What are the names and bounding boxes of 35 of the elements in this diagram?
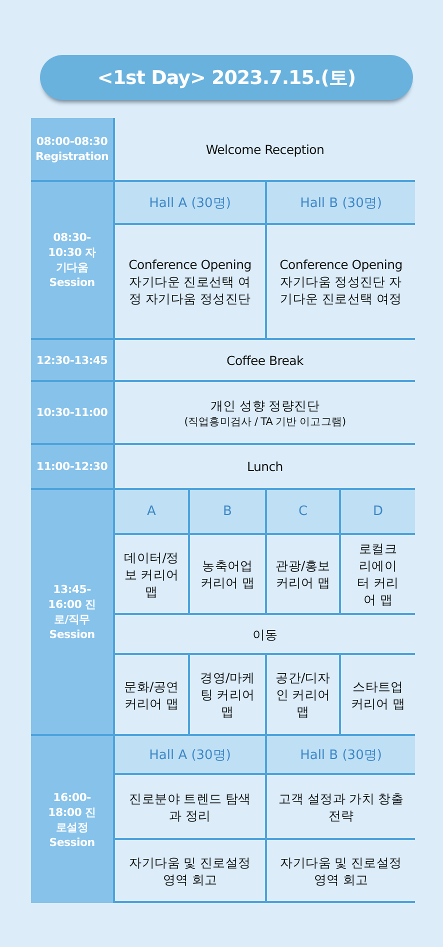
session-cell: 문화/공연 커리어 맵: [113, 655, 188, 736]
session-cell: 이동: [113, 615, 415, 655]
hall-header-cell: D: [339, 490, 415, 535]
hall-header-cell: C: [265, 490, 339, 535]
session-cell: 로컬크리에이터 커리어 맵: [339, 535, 415, 615]
time-slot-cell: 12:30-13:45: [31, 340, 113, 382]
title-banner: <1st Day> 2023.7.15.(토): [40, 55, 413, 100]
hall-header-cell: Hall A (30명): [113, 736, 265, 775]
session-cell: 자기다움 및 진로설정 영역 회고: [113, 840, 265, 903]
session-cell: 공간/디자인 커리어 맵: [265, 655, 339, 736]
session-cell: 스타트업 커리어 맵: [339, 655, 415, 736]
session-cell: Welcome Reception: [113, 118, 415, 182]
session-cell: 자기다움 및 진로설정 영역 회고: [265, 840, 415, 903]
session-cell: Conference Opening 자기다운 진로선택 여정 자기다움 정성진단: [113, 225, 265, 340]
session-cell: Lunch: [113, 445, 415, 490]
session-cell: 관광/홍보 커리어 맵: [265, 535, 339, 615]
session-cell: Coffee Break: [113, 340, 415, 382]
session-cell: Conference Opening 자기다움 정성진단 자기다운 진로선택 여정: [265, 225, 415, 340]
hall-header-cell: Hall B (30명): [265, 736, 415, 775]
time-slot-cell: 13:45-16:00 진로/직무 Session: [31, 490, 113, 736]
time-slot-cell: 11:00-12:30: [31, 445, 113, 490]
time-slot-cell: 10:30-11:00: [31, 382, 113, 445]
hall-header-cell: Hall A (30명): [113, 182, 265, 225]
hall-header-cell: A: [113, 490, 188, 535]
time-slot-cell: 16:00-18:00 진로설정 Session: [31, 736, 113, 903]
session-cell: (직업흥미검사 / TA 기반 이고그램): [113, 414, 415, 445]
session-cell: 진로분야 트렌드 탐색과 정리: [113, 775, 265, 840]
hall-header-cell: Hall B (30명): [265, 182, 415, 225]
session-cell: 고객 설정과 가치 창출 전략: [265, 775, 415, 840]
session-cell: 경영/마케팅 커리어 맵: [188, 655, 265, 736]
session-cell: 데이터/정보 커리어 맵: [113, 535, 188, 615]
hall-header-cell: B: [188, 490, 265, 535]
session-cell: 농축어업 커리어 맵: [188, 535, 265, 615]
time-slot-cell: 08:30-10:30 자기다움 Session: [31, 182, 113, 340]
time-slot-cell: 08:00-08:30 Registration: [31, 118, 113, 182]
